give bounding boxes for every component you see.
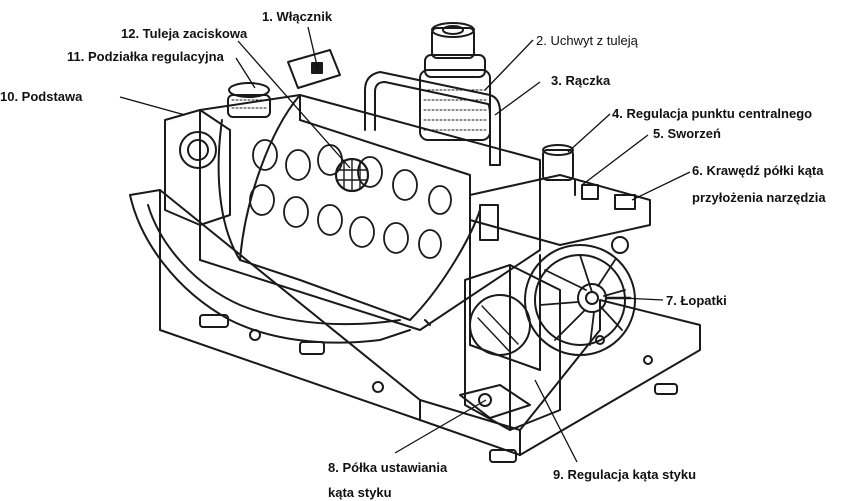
screw — [643, 355, 653, 365]
blade-wheel — [524, 236, 636, 356]
foot-right — [654, 383, 678, 395]
collet-ball — [334, 157, 370, 193]
label-shelf-edge-2: przyłożenia narzędzia — [692, 190, 826, 205]
foot-back — [299, 341, 325, 355]
tray — [129, 194, 411, 344]
label-base: 10. Podstawa — [0, 89, 83, 104]
label-center-adjust: 4. Regulacja punktu centralnego — [612, 106, 813, 121]
label-handle: 3. Rączka — [551, 73, 611, 88]
base-plate — [159, 189, 701, 456]
label-collet: 12. Tuleja zaciskowa — [121, 26, 248, 41]
vent-holes — [249, 139, 452, 259]
foot-front — [489, 449, 517, 463]
screw — [372, 381, 384, 393]
label-angle-shelf-2: kąta styku — [328, 485, 392, 500]
knob-center — [542, 144, 574, 181]
foot-left — [199, 314, 229, 328]
label-pin: 5. Sworzeń — [653, 126, 721, 141]
knob-scale — [227, 82, 271, 118]
front-angle-block — [464, 264, 561, 431]
label-angle-shelf-1: 8. Półka ustawiania — [328, 460, 448, 475]
angle-shelf — [459, 384, 531, 419]
label-scale: 11. Podziałka regulacyjna — [67, 49, 224, 64]
label-chuck: 2. Uchwyt z tuleją — [536, 33, 638, 48]
right-head — [469, 174, 651, 371]
screw — [595, 335, 605, 345]
chuck — [419, 22, 491, 141]
screw — [249, 329, 261, 341]
label-contact-angle: 9. Regulacja kąta styku — [553, 467, 697, 482]
leader-lines — [119, 26, 691, 463]
switch — [287, 49, 341, 89]
label-switch: 1. Włącznik — [262, 9, 333, 24]
left-pivot — [164, 109, 231, 226]
label-blades: 7. Łopatki — [666, 293, 727, 308]
label-shelf-edge-1: 6. Krawędź półki kąta — [692, 163, 824, 178]
cylinder-housing — [217, 119, 481, 321]
